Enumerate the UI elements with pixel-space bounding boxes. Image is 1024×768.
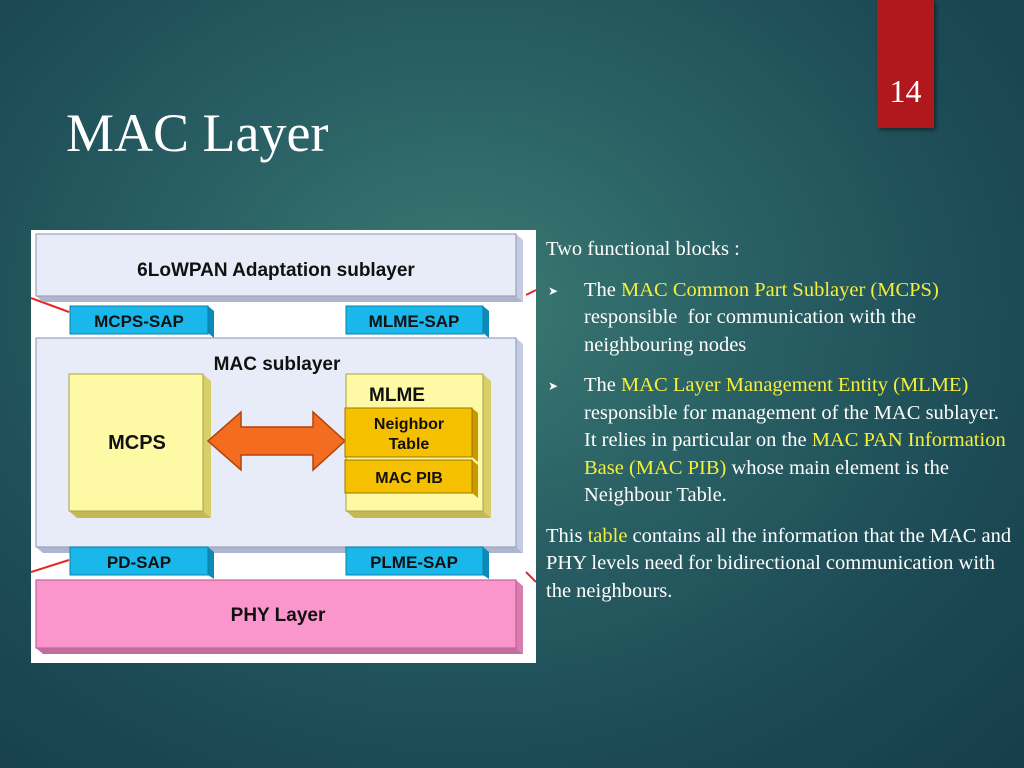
closing-text: This table contains all the information … [546, 523, 1016, 606]
bullet-arrow-icon: ➤ [548, 283, 559, 298]
closing-post: contains all the information that the MA… [546, 524, 1012, 602]
mlme-block: MLME Neighbor Table MAC PIB [344, 373, 491, 518]
bullet-mlme-highlight: MAC Layer Management Entity (MLME) [621, 374, 969, 396]
slide-number-badge: 14 [877, 0, 934, 128]
link-line-top-right [525, 289, 536, 296]
plme-sap-box: PLME-SAP [345, 546, 489, 579]
slide-title: MAC Layer [66, 103, 329, 163]
bullet-mcps-pre: The [584, 278, 621, 301]
mlme-sap-label: MLME-SAP [369, 312, 460, 331]
bullet-mcps-post: responsible for communication with the n… [584, 278, 950, 356]
phy-layer-box: PHY Layer [35, 579, 523, 654]
mcps-block: MCPS [68, 373, 211, 518]
closing-highlight: table [587, 524, 628, 547]
bullet-mlme-mid: responsible for management of the MAC su… [584, 401, 1000, 452]
bullet-arrow-icon: ➤ [548, 379, 559, 393]
slide-number: 14 [889, 73, 922, 109]
bullet-mcps: ➤ The MAC Common Part Sublayer (MCPS) re… [546, 277, 1016, 360]
bullet-mlme-post: whose main element is the Neighbour Tabl… [584, 456, 949, 507]
adaptation-sublayer-box: 6LoWPAN Adaptation sublayer [35, 233, 523, 302]
link-line-bottom-left [31, 559, 70, 573]
adaptation-sublayer-label: 6LoWPAN Adaptation sublayer [137, 260, 415, 281]
mac-sublayer-label: MAC sublayer [214, 354, 341, 375]
mlme-label: MLME [369, 385, 425, 406]
link-line-top-left [31, 297, 70, 313]
link-line-bottom-right [525, 571, 536, 583]
neighbor-table-label-line2: Table [389, 436, 430, 453]
pd-sap-box: PD-SAP [69, 546, 214, 579]
mlme-sap-box: MLME-SAP [345, 305, 489, 338]
bullet-mcps-highlight: MAC Common Part Sublayer (MCPS) [621, 278, 939, 301]
intro-text: Two functional blocks : [546, 238, 740, 260]
slide-text: Two functional blocks : ➤ The MAC Common… [546, 236, 1016, 618]
mac-pib-label: MAC PIB [375, 470, 443, 487]
phy-layer-label: PHY Layer [231, 605, 326, 626]
closing-pre: This [546, 524, 588, 547]
bullet-macpib-highlight: MAC PAN Information Base (MAC PIB) [584, 429, 1006, 479]
mcps-sap-label: MCPS-SAP [94, 312, 184, 331]
pd-sap-label: PD-SAP [107, 553, 171, 572]
red-link-lines [31, 289, 536, 583]
mac-layer-diagram: 6LoWPAN Adaptation sublayer MCPS-SAP MLM… [31, 230, 536, 663]
plme-sap-label: PLME-SAP [370, 553, 458, 572]
bullet-mlme-pre: The [584, 374, 621, 396]
bullet-mlme: ➤ The MAC Layer Management Entity (MLME)… [546, 372, 1016, 510]
mcps-label: MCPS [108, 432, 166, 454]
neighbor-table-label-line1: Neighbor [374, 416, 444, 433]
mcps-sap-box: MCPS-SAP [69, 305, 214, 338]
